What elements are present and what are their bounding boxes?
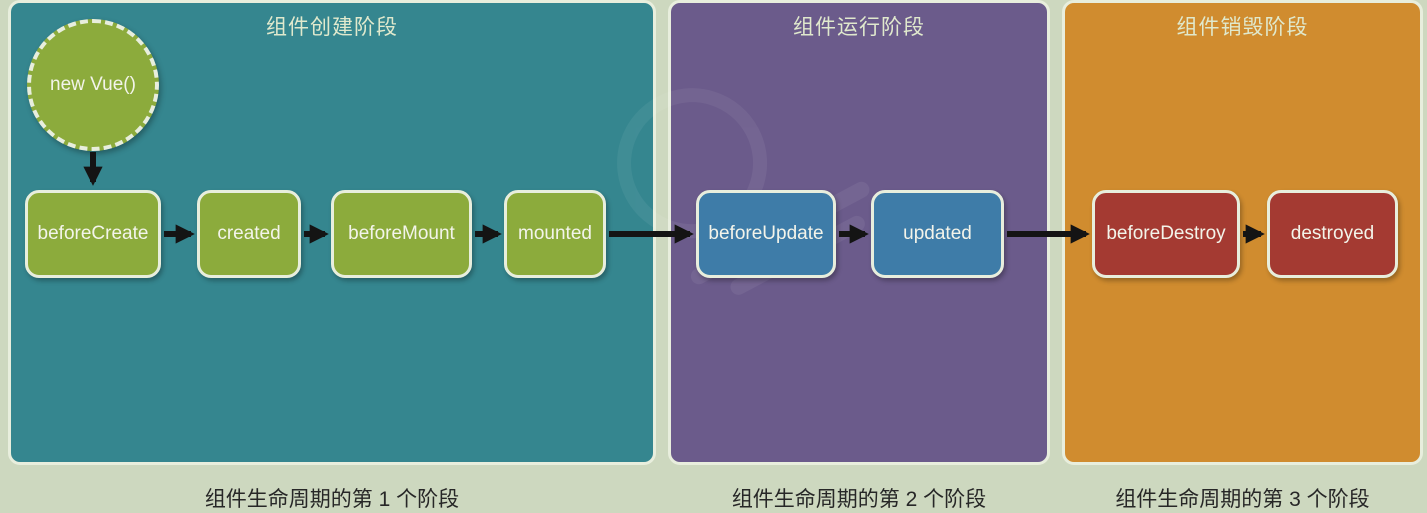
node-label: mounted [518,223,592,244]
node-beforeCreate: beforeCreate [25,190,161,278]
node-destroyed: destroyed [1267,190,1398,278]
node-updated: updated [871,190,1004,278]
node-label: created [217,223,281,244]
node-beforeUpdate: beforeUpdate [696,190,836,278]
node-label: beforeUpdate [708,223,824,244]
panel-create-title: 组件创建阶段 [266,16,398,39]
panel-destroy-title: 组件销毁阶段 [1176,16,1309,39]
panel-run-title: 组件运行阶段 [793,16,925,39]
node-created: created [197,190,301,278]
node-label: destroyed [1290,223,1375,244]
node-label: updated [903,223,972,244]
caption-phase-2: 组件生命周期的第 2 个阶段 [731,488,987,511]
node-label: beforeDestroy [1106,223,1226,244]
start-node-label: new Vue() [50,74,136,95]
caption-phase-1: 组件生命周期的第 1 个阶段 [204,488,460,511]
node-beforeDestroy: beforeDestroy [1092,190,1240,278]
caption-phase-3: 组件生命周期的第 3 个阶段 [1115,488,1370,511]
node-label: beforeMount [348,223,455,244]
start-node-new-vue: new Vue() [27,19,159,151]
node-beforeMount: beforeMount [331,190,472,278]
node-mounted: mounted [504,190,606,278]
node-label: beforeCreate [37,223,149,244]
